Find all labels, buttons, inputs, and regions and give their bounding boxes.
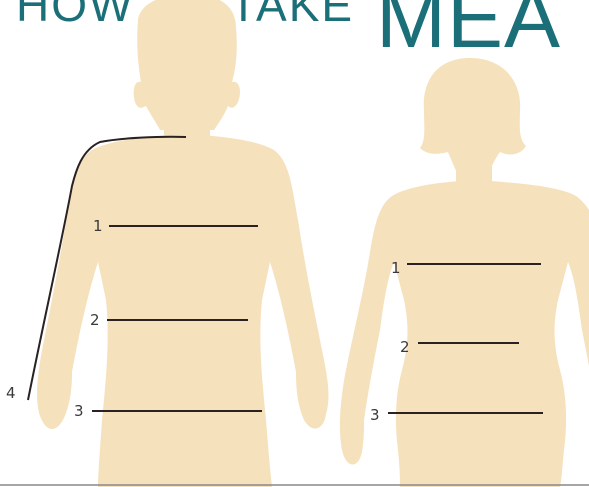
- female-label-bust: 1: [391, 261, 401, 276]
- male-label-chest: 1: [93, 219, 103, 234]
- male-body: [37, 134, 328, 487]
- female-label-waist: 2: [400, 340, 410, 355]
- female-label-hips: 3: [370, 408, 380, 423]
- male-label-sleeve: 4: [6, 386, 16, 401]
- male-label-hips: 3: [74, 404, 84, 419]
- male-label-waist: 2: [90, 313, 100, 328]
- female-body: [340, 180, 589, 487]
